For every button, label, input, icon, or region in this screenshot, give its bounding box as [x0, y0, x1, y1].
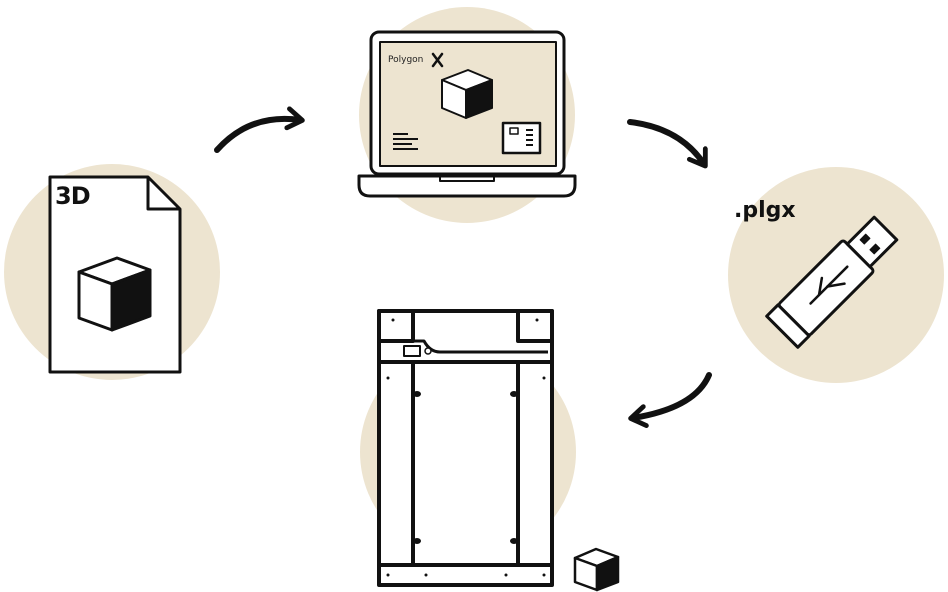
- arrow-usb-to-printer: [628, 372, 712, 428]
- 3d-printer-icon: [377, 309, 554, 587]
- cube-icon: [77, 256, 152, 332]
- file-extension-label: .plgx: [734, 198, 796, 223]
- usb-drive-icon: [765, 215, 899, 349]
- laptop-icon: [357, 30, 577, 198]
- polygon-x-logo-icon: [431, 52, 444, 68]
- window-panel-icon: [501, 121, 542, 155]
- arrow-file-to-laptop: [214, 106, 305, 153]
- laptop-logo-text: Polygon: [388, 55, 424, 65]
- text-lines-icon: [393, 133, 418, 150]
- laptop-cube-icon: [441, 69, 493, 119]
- printed-cube-icon: [573, 547, 620, 592]
- 3d-file-icon: [48, 175, 182, 374]
- file-format-label: 3D: [55, 182, 91, 210]
- printer-bolts: [386, 318, 546, 577]
- arrow-laptop-to-usb: [627, 119, 708, 169]
